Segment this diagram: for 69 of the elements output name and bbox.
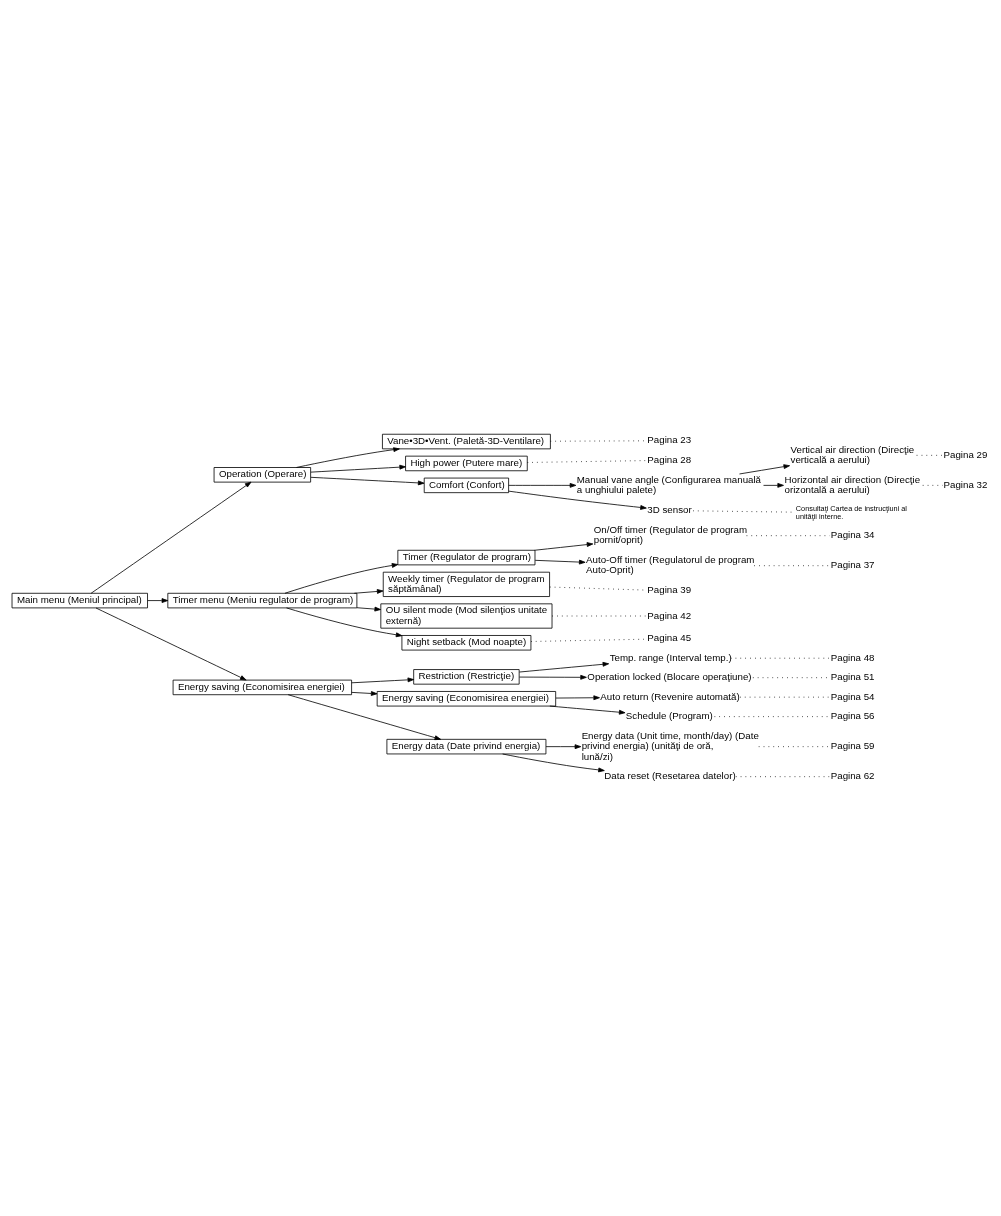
arrow xyxy=(351,690,378,696)
connector xyxy=(549,586,647,591)
arrow xyxy=(90,481,252,594)
node-text: Horizontal air direction (Direcţie orizontală a aerului) xyxy=(784,473,921,495)
arrow xyxy=(519,661,610,672)
node-text: Temp. range (Interval temp.) xyxy=(609,651,732,663)
node-text: Data reset (Resetarea datelor) xyxy=(604,769,736,781)
node-text: Manual vane angle (Configurarea manuală a unghiului palete) xyxy=(576,473,762,495)
node-text: Pagina 54 xyxy=(830,690,875,702)
node-text: Pagina 51 xyxy=(830,670,875,682)
node-text: Pagina 28 xyxy=(647,453,692,465)
node-text: On/Off timer (Regulator de program pornit/oprit) xyxy=(593,523,748,545)
node-box: Energy saving (Economisirea energiei) xyxy=(376,690,557,706)
node-box: Night setback (Mod noapte) xyxy=(401,634,532,650)
arrow xyxy=(310,476,425,485)
arrow xyxy=(502,753,605,772)
node-text: Auto return (Revenire automată) xyxy=(600,690,740,702)
node-box: Restriction (Restricţie) xyxy=(413,668,520,685)
node-text: Pagina 29 xyxy=(943,448,988,460)
arrow xyxy=(519,674,587,680)
node-box: Energy data (Date privind energia) xyxy=(386,738,547,754)
node-text: Pagina 48 xyxy=(830,651,875,663)
arrow xyxy=(353,588,384,594)
node-box: Vane•3D•Vent. (Paletă-3D-Ventilare) xyxy=(382,433,551,449)
node-text: Pagina 59 xyxy=(830,739,875,751)
arrow xyxy=(534,559,586,564)
node-box: Energy saving (Economisirea energiei) xyxy=(172,679,352,695)
node-text: 3D sensor xyxy=(647,503,692,515)
node-text: Pagina 23 xyxy=(647,433,692,445)
node-text: Pagina 56 xyxy=(830,709,875,721)
node-text: Consultaţi Cartea de instrucţiuni al unităţii interne. xyxy=(795,503,907,521)
arrow xyxy=(296,446,400,468)
node-text: Pagina 62 xyxy=(830,769,875,781)
arrow xyxy=(147,597,169,603)
node-box: Timer (Regulator de program) xyxy=(397,549,536,565)
node-box: Operation (Operare) xyxy=(213,466,312,483)
node-box: Main menu (Meniul principal) xyxy=(11,592,148,608)
arrow xyxy=(763,482,784,488)
node-text: Pagina 39 xyxy=(647,583,692,595)
arrow xyxy=(286,607,403,637)
node-text: Pagina 32 xyxy=(943,478,988,490)
node-text: Vertical air direction (Direcţie verticală a aerului) xyxy=(790,443,915,465)
arrow xyxy=(534,541,594,551)
arrow xyxy=(95,607,247,680)
arrow xyxy=(310,464,406,473)
node-text: Pagina 34 xyxy=(830,528,875,540)
arrow xyxy=(284,562,399,594)
arrow xyxy=(739,463,790,474)
arrow xyxy=(356,606,381,611)
node-box: High power (Putere mare) xyxy=(405,455,528,471)
arrow xyxy=(351,676,415,683)
connector xyxy=(530,638,647,642)
node-text: Pagina 37 xyxy=(830,558,875,570)
arrow xyxy=(549,705,626,715)
node-box: Comfort (Confort) xyxy=(423,477,509,493)
node-text: Auto-Off timer (Regulatorul de program Auto-Oprit) xyxy=(586,553,755,575)
arrow xyxy=(545,743,582,749)
node-text: Pagina 45 xyxy=(647,631,692,643)
node-text: Schedule (Program) xyxy=(625,709,713,721)
node-box: Weekly timer (Regulator de program săptămânal) xyxy=(382,571,550,597)
arrow xyxy=(555,694,600,700)
node-text: Pagina 42 xyxy=(647,609,692,621)
node-text: Operation locked (Blocare operaţiune) xyxy=(587,670,752,682)
node-box: Timer menu (Meniu regulator de program) xyxy=(167,592,358,608)
arrow xyxy=(508,490,647,510)
arrow xyxy=(508,482,577,488)
node-box: OU silent mode (Mod silenţios unitate externă) xyxy=(380,602,553,629)
node-text: Energy data (Unit time, month/day) (Date privind energia) (unităţi de oră, lună/zi) xyxy=(581,729,759,762)
arrow xyxy=(287,693,442,740)
